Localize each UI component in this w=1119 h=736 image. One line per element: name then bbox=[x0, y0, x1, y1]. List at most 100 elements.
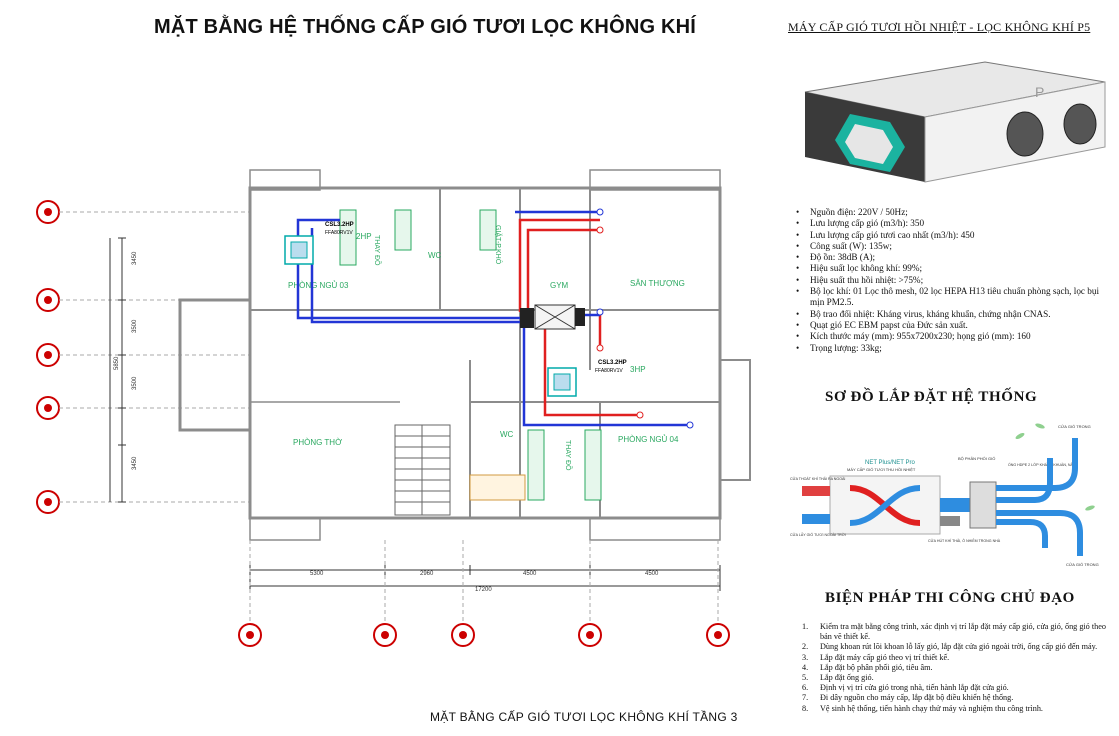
grid-marker bbox=[36, 200, 250, 224]
exhaust-duct bbox=[518, 218, 640, 417]
step-text: Lắp đặt bộ phân phối gió, tiêu âm. bbox=[820, 662, 933, 672]
step-text: Lắp đặt ống gió. bbox=[820, 673, 874, 683]
staircase bbox=[394, 424, 451, 516]
install-fresh-in: CỬA LẤY GIÓ TƯƠI NGOÀI TRỜI bbox=[790, 532, 846, 537]
machine-title: MÁY CẤP GIÓ TƯƠI HỒI NHIỆT - LỌC KHÔNG K… bbox=[788, 20, 1091, 34]
leaf-icon bbox=[1015, 423, 1095, 511]
floor-plan: 3450 3500 5850 3500 3450 bbox=[0, 140, 760, 660]
spec-item: Trọng lượng: 33kg; bbox=[792, 343, 1114, 355]
dim-left-4: 3500 bbox=[132, 376, 138, 390]
ac-unit-top-label: CSL3.2HP bbox=[325, 222, 354, 228]
ac-unit-bottom-model: FFA80RV1V bbox=[595, 368, 623, 374]
step-item: 1. Kiểm tra mặt bằng công trình, xác định… bbox=[802, 622, 1107, 642]
brand-logo-mark: P bbox=[1035, 84, 1044, 100]
grid-markers-left bbox=[36, 200, 250, 514]
dim-left-2: 3500 bbox=[132, 319, 138, 333]
building-walls bbox=[178, 169, 751, 541]
plan-caption: MẶT BẰNG CẤP GIÓ TƯƠI LỌC KHÔNG KHÍ TẦNG… bbox=[430, 710, 738, 724]
install-hepa: ỐNG HDPE 2 LỚP KHÁNG KHUẨN, NẤM bbox=[1008, 462, 1076, 467]
step-text: Đi dây nguồn cho máy cấp, lắp đặt bộ điề… bbox=[820, 693, 1014, 703]
ac-unit-top-hp: 2HP bbox=[356, 232, 372, 241]
step-item: 7. Đi dây nguồn cho máy cấp, lắp đặt bộ đ… bbox=[802, 693, 1107, 703]
spec-item: Kích thước máy (mm): 955x7200x230; họng … bbox=[792, 331, 1114, 343]
grid-marker bbox=[36, 490, 250, 514]
room-closet-top2: GIẶT-P.KHÔ bbox=[494, 225, 503, 265]
hrv-unit-illustration: P bbox=[804, 61, 1106, 183]
install-return: CỬA HÚT KHÍ THẢI, Ô NHIỄM TRONG NHÀ bbox=[928, 538, 1001, 543]
dim-bottom-total: 17200 bbox=[475, 587, 492, 593]
step-number: 2. bbox=[802, 642, 809, 652]
room-wc-bottom: WC bbox=[500, 430, 514, 439]
hrv-machine bbox=[520, 304, 585, 330]
room-gym: GYM bbox=[550, 281, 569, 290]
spec-item: Lưu lượng cấp gió tươi cao nhất (m3/h): … bbox=[792, 230, 1114, 242]
step-text: Lắp đặt máy cấp gió theo vị trí thiết kế… bbox=[820, 652, 950, 662]
install-brand-sub: MÁY CẤP GIÓ TƯƠI THU HỒI NHIỆT bbox=[847, 467, 916, 472]
step-number: 4. bbox=[802, 662, 809, 672]
grid-marker bbox=[451, 540, 475, 647]
step-number: 8. bbox=[802, 703, 809, 713]
air-grilles bbox=[596, 208, 694, 429]
step-item: 5. Lắp đặt ống gió. bbox=[802, 673, 1107, 683]
room-wc-top: WC bbox=[428, 251, 442, 260]
ac-unit-bottom-label: CSL3.2HP bbox=[598, 360, 627, 366]
closets bbox=[339, 209, 602, 501]
install-diagram: NET Plus/NET Pro MÁY CẤP GIÓ TƯƠI THU HỒ… bbox=[790, 423, 1099, 567]
grid-marker bbox=[706, 540, 730, 647]
step-item: 8. Vệ sinh hệ thống, tiến hành chạy thử m… bbox=[802, 704, 1107, 714]
floor-plan-drawing: 3450 3500 5850 3500 3450 bbox=[36, 169, 751, 647]
spec-item: Hiệu suất lọc không khí: 99%; bbox=[792, 263, 1114, 275]
step-item: 3. Lắp đặt máy cấp gió theo vị trí thiết … bbox=[802, 653, 1107, 663]
step-number: 7. bbox=[802, 693, 809, 703]
install-diagram-title: SƠ ĐỒ LẮP ĐẶT HỆ THỐNG bbox=[825, 389, 1038, 405]
spec-item: Độ ồn: 38dB (A); bbox=[792, 252, 1114, 264]
step-number: 3. bbox=[802, 652, 809, 662]
spec-item: Nguồn điện: 220V / 50Hz; bbox=[792, 207, 1114, 219]
spec-item: Bộ lọc khí: 01 Lọc thô mesh, 02 lọc HEPA… bbox=[792, 286, 1114, 309]
install-inside-door2: CỬA GIÓ TRONG bbox=[1066, 562, 1099, 567]
grid-marker bbox=[373, 540, 397, 647]
spec-item: Hiệu suất thu hồi nhiệt: >75%; bbox=[792, 275, 1114, 287]
step-text: Vệ sinh hệ thống, tiến hành chạy thử máy… bbox=[820, 703, 1043, 713]
ac-unit-bottom-hp: 3HP bbox=[630, 365, 646, 374]
step-text: Dùng khoan rút lõi khoan lỗ lấy gió, lắp… bbox=[820, 642, 1098, 652]
dim-left-1: 3450 bbox=[132, 251, 138, 265]
dim-bottom-2: 2960 bbox=[420, 571, 434, 577]
step-number: 1. bbox=[802, 622, 809, 631]
room-closet-top: THAY ĐỒ bbox=[373, 235, 383, 266]
spec-item: Công suất (W): 135w; bbox=[792, 241, 1114, 253]
ac-unit-top-model: FFA80RV1V bbox=[325, 230, 353, 236]
install-brand: NET Plus/NET Pro bbox=[865, 460, 915, 466]
room-terrace: SÂN THƯỢNG bbox=[630, 279, 685, 288]
room-bedroom3: PHÒNG NGỦ 03 bbox=[288, 281, 349, 290]
spec-item: Bộ trao đổi nhiệt: Kháng virus, kháng kh… bbox=[792, 309, 1114, 321]
machine-specs: Nguồn điện: 220V / 50Hz; Lưu lượng cấp g… bbox=[792, 207, 1114, 354]
step-text: Kiểm tra mặt bằng công trình, xác định v… bbox=[820, 622, 1106, 642]
room-worship: PHÒNG THỜ bbox=[293, 438, 342, 447]
step-number: 5. bbox=[802, 673, 809, 683]
right-panel: MÁY CẤP GIÓ TƯƠI HỒI NHIỆT - LỌC KHÔNG K… bbox=[770, 0, 1119, 736]
grid-marker bbox=[36, 288, 250, 312]
step-item: 4. Lắp đặt bộ phân phối gió, tiêu âm. bbox=[802, 663, 1107, 673]
spec-item: Lưu lượng cấp gió (m3/h): 350 bbox=[792, 218, 1114, 230]
install-exhaust-out: CỬA THOÁT KHÍ THẢI RA NGOÀI bbox=[790, 476, 845, 481]
room-bedroom4: PHÒNG NGỦ 04 bbox=[618, 435, 679, 444]
grid-marker bbox=[36, 396, 250, 420]
grid-marker bbox=[578, 540, 602, 647]
ac-unit-top: CSL3.2HP FFA80RV1V 2HP bbox=[284, 222, 372, 265]
install-inside-door: CỬA GIÓ TRONG bbox=[1058, 424, 1091, 429]
step-text: Định vị vị trí cửa gió trong nhà, tiến h… bbox=[820, 683, 1009, 693]
dimension-left bbox=[109, 237, 126, 503]
dim-bottom-1: 5300 bbox=[310, 571, 324, 577]
step-item: 2. Dùng khoan rút lõi khoan lỗ lấy gió, l… bbox=[802, 642, 1107, 652]
dim-bottom-3: 4500 bbox=[523, 571, 537, 577]
dim-left-5: 3450 bbox=[132, 456, 138, 470]
step-number: 6. bbox=[802, 683, 809, 693]
ac-unit-bottom: CSL3.2HP FFA80RV1V 3HP bbox=[547, 360, 646, 397]
grid-marker bbox=[36, 343, 250, 367]
construction-steps: 1. Kiểm tra mặt bằng công trình, xác định… bbox=[802, 622, 1107, 714]
grid-markers-bottom bbox=[238, 540, 730, 647]
grid-marker bbox=[238, 540, 262, 647]
spec-item: Quạt gió EC EBM papst của Đức sản xuất. bbox=[792, 320, 1114, 332]
page-title: MẶT BẰNG HỆ THỐNG CẤP GIÓ TƯƠI LỌC KHÔNG… bbox=[153, 16, 697, 38]
